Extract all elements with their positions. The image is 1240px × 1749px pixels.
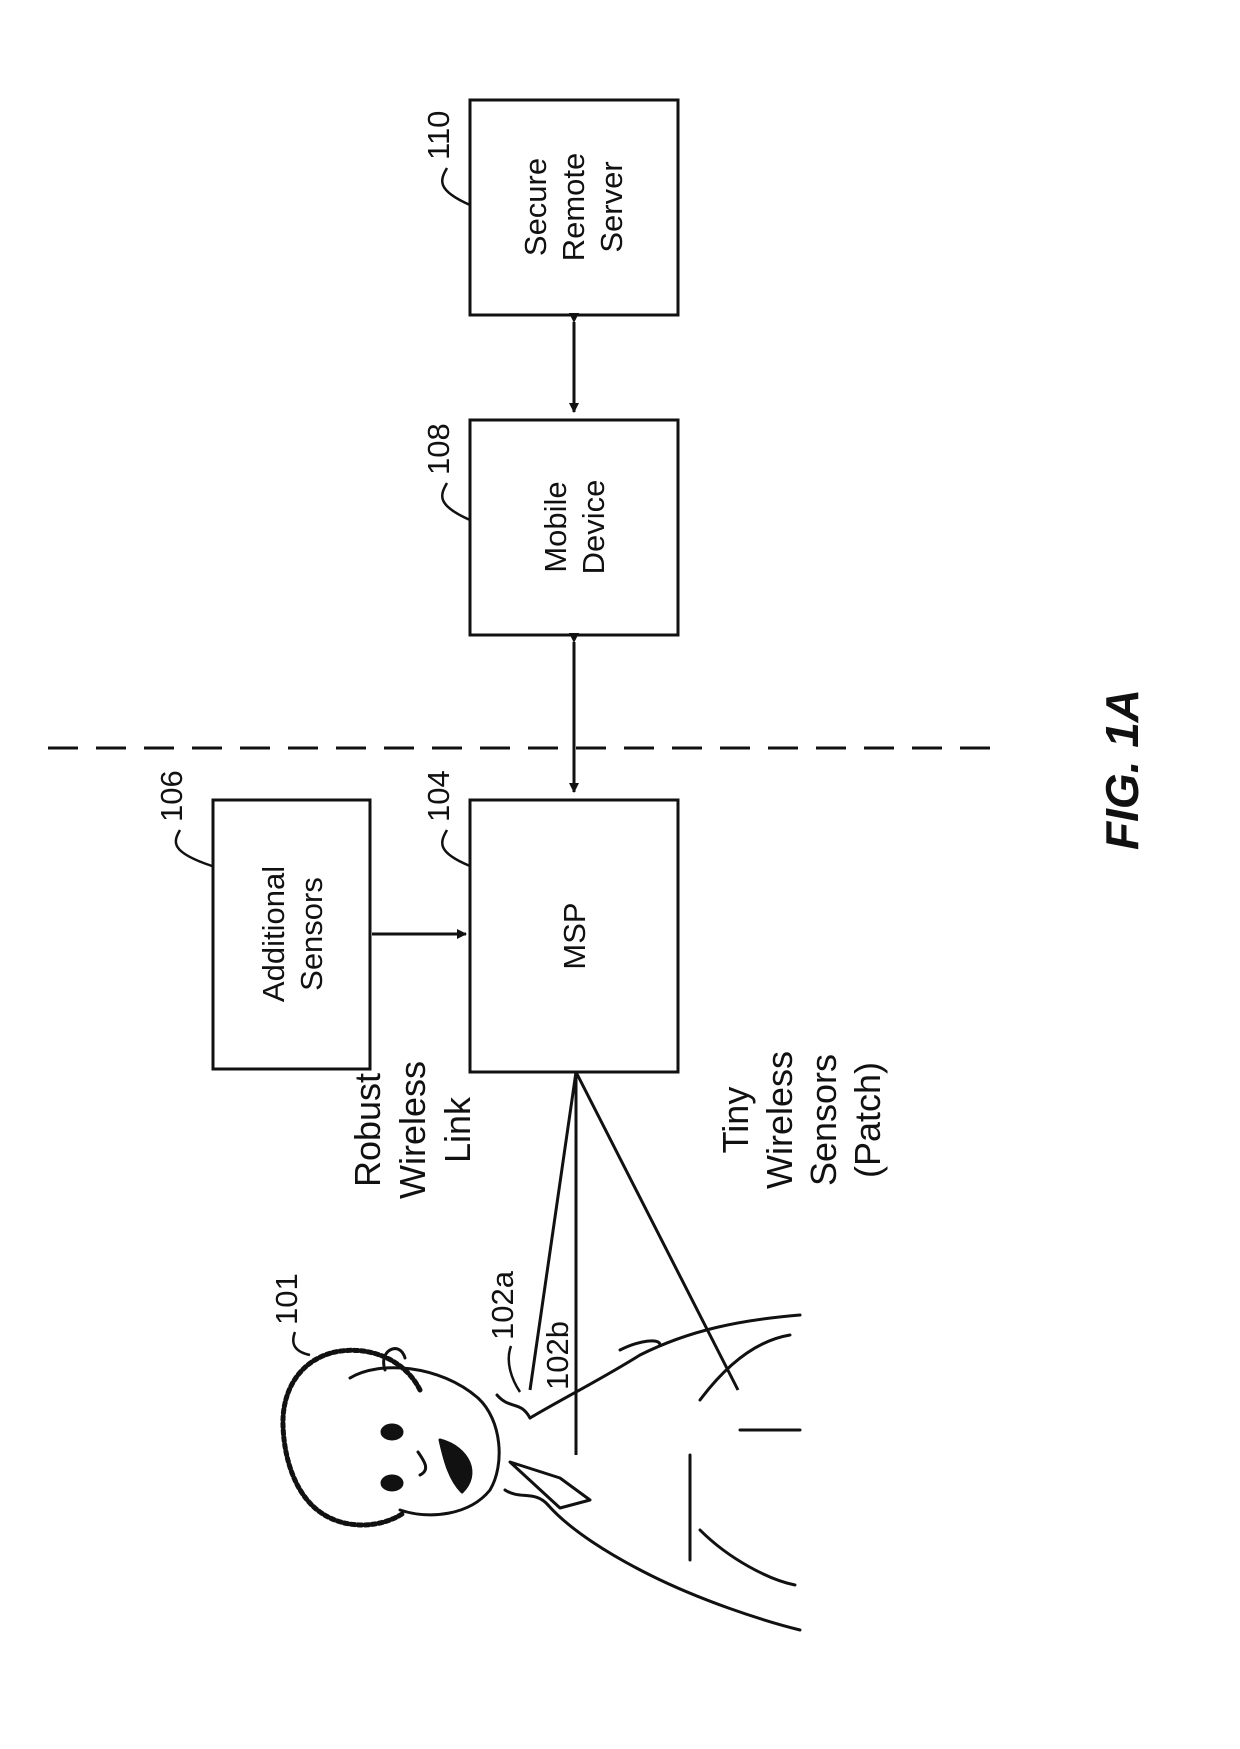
ref-101: 101 bbox=[269, 1273, 304, 1325]
person-tie bbox=[510, 1462, 590, 1508]
ref-102b: 102b bbox=[540, 1321, 575, 1390]
sensors-line2: Wireless bbox=[759, 1051, 800, 1189]
link-line1: Robust bbox=[347, 1073, 388, 1187]
msp-label: MSP bbox=[557, 902, 592, 969]
mobile-device-box bbox=[470, 420, 678, 635]
person-collar-left bbox=[497, 1395, 530, 1418]
figure-label: FIG. 1A bbox=[1096, 689, 1148, 850]
mobile-device-label: Mobile Device bbox=[538, 480, 611, 575]
mobile-device-line1: Mobile bbox=[538, 481, 573, 572]
secure-remote-server-line3: Server bbox=[594, 161, 629, 252]
person-face bbox=[350, 1368, 499, 1515]
link-line2: Wireless bbox=[392, 1061, 433, 1199]
msp-text: MSP bbox=[557, 902, 592, 969]
additional-sensors-line2: Sensors bbox=[294, 877, 329, 991]
sensors-line1: Tiny bbox=[715, 1087, 756, 1154]
person-nose bbox=[418, 1452, 426, 1475]
ref-110: 110 bbox=[421, 111, 456, 160]
leader-110 bbox=[442, 168, 470, 205]
ref-104: 104 bbox=[421, 770, 456, 822]
leader-104 bbox=[442, 830, 470, 866]
link-line3: Link bbox=[437, 1096, 478, 1163]
ref-108: 108 bbox=[421, 423, 456, 475]
robust-wireless-link-label: Robust Wireless Link bbox=[347, 1061, 478, 1199]
person-fold-3 bbox=[700, 1530, 795, 1585]
mobile-device-line2: Device bbox=[576, 480, 611, 575]
ref-106: 106 bbox=[154, 770, 189, 822]
leader-106 bbox=[176, 830, 212, 866]
secure-remote-server-line2: Remote bbox=[556, 153, 591, 262]
sensors-line4: (Patch) bbox=[847, 1062, 888, 1178]
tiny-wireless-sensors-label: Tiny Wireless Sensors (Patch) bbox=[715, 1051, 888, 1189]
person-mouth bbox=[440, 1440, 471, 1492]
person-eye-left bbox=[382, 1425, 402, 1439]
leader-108 bbox=[442, 483, 470, 520]
leader-102a bbox=[509, 1346, 520, 1392]
additional-sensors-label: Additional Sensors bbox=[256, 866, 329, 1002]
secure-remote-server-line1: Secure bbox=[518, 158, 553, 256]
leader-101 bbox=[293, 1332, 310, 1355]
secure-remote-server-label: Secure Remote Server bbox=[518, 153, 629, 262]
person-shoulder-bottom bbox=[548, 1505, 800, 1630]
ref-102a: 102a bbox=[485, 1270, 520, 1340]
person-eye-right bbox=[382, 1476, 402, 1490]
additional-sensors-line1: Additional bbox=[256, 866, 291, 1002]
sensors-line3: Sensors bbox=[803, 1054, 844, 1186]
additional-sensors-box bbox=[213, 800, 370, 1069]
